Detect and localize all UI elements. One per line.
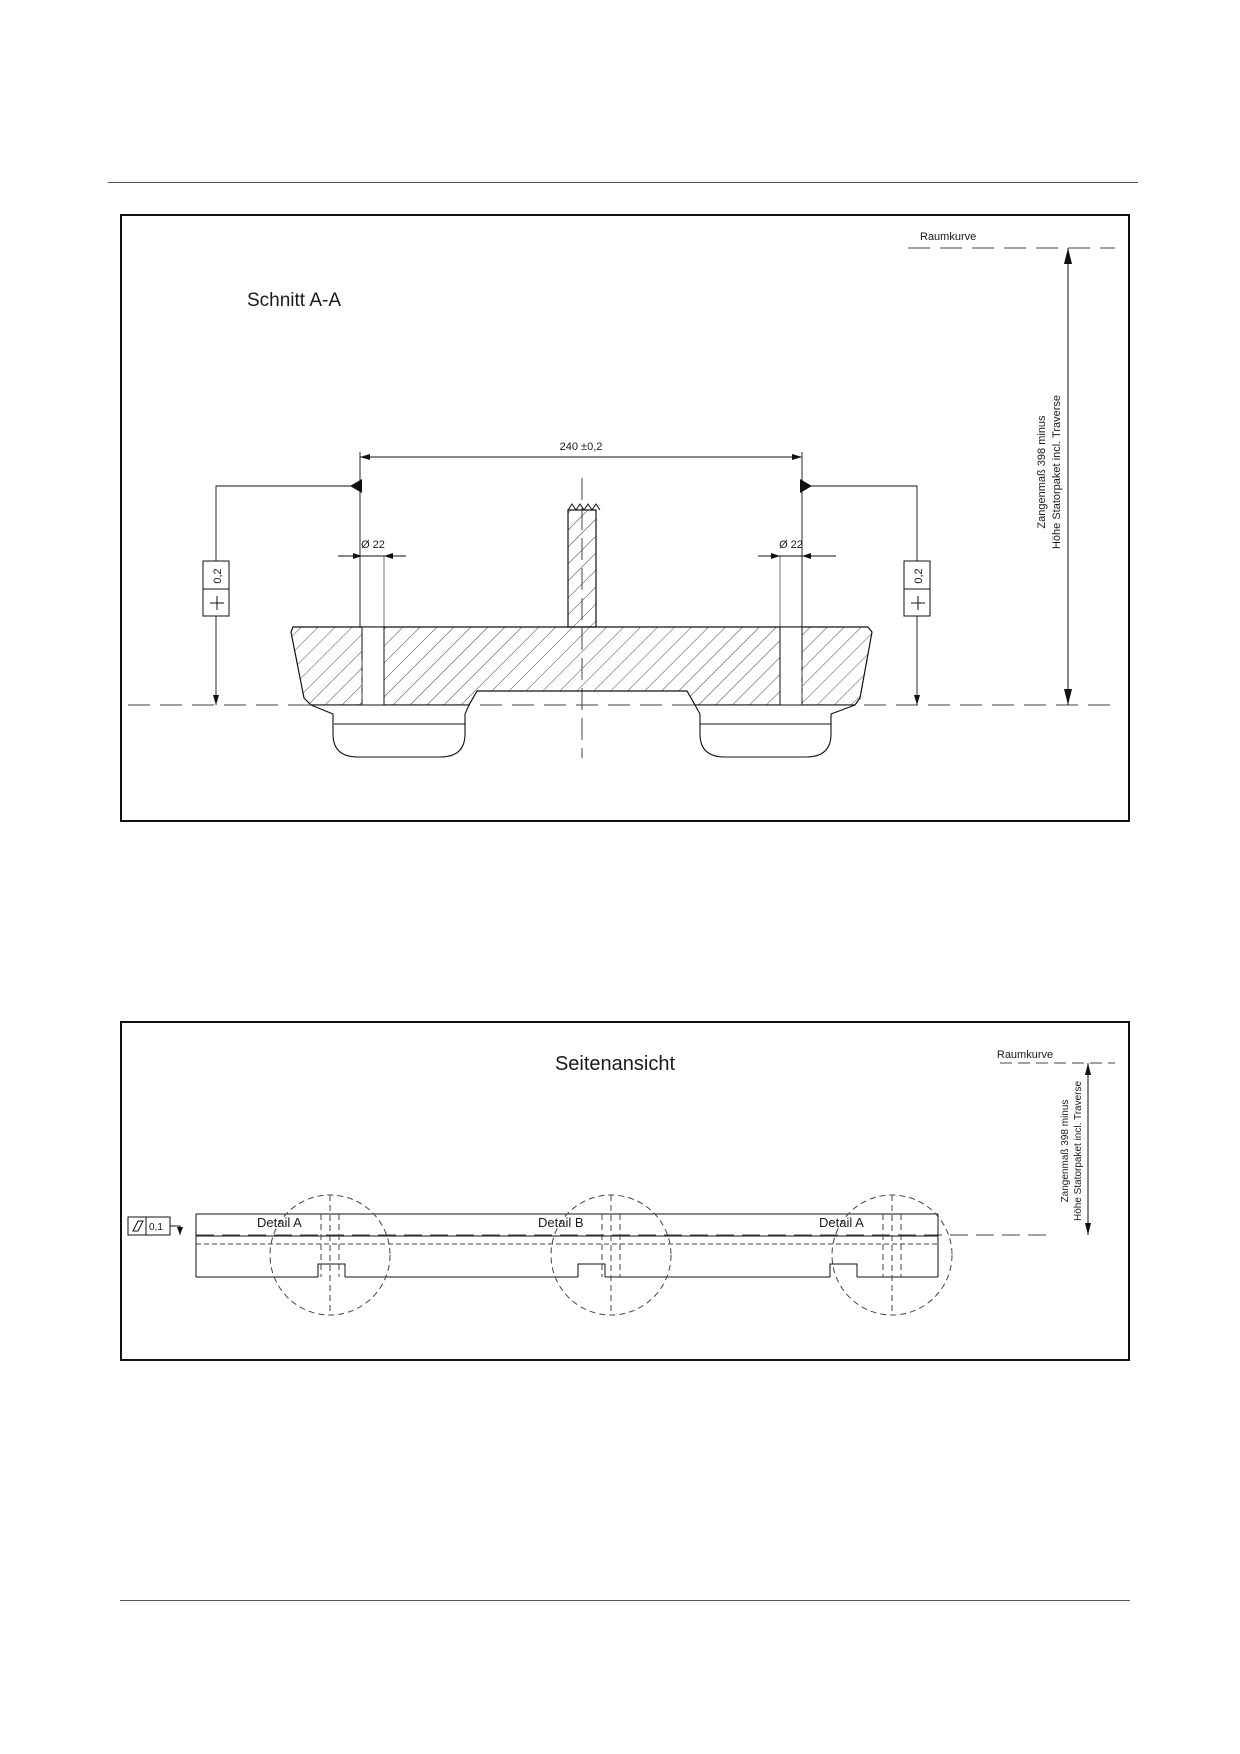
- side-title: Seitenansicht: [555, 1053, 676, 1075]
- flatness-icon: [132, 1220, 144, 1232]
- section-height-note-2: Höhe Statorpaket incl. Traverse: [1051, 395, 1063, 549]
- section-view-frame: Schnitt A-A Raumkurve 240 ±0,2 Ø 22 Ø 22…: [120, 214, 1130, 822]
- rib-break-line: [567, 503, 601, 511]
- left-bore-label: Ø 22: [361, 539, 385, 551]
- dim-240-label: 240 ±0,2: [560, 441, 603, 453]
- right-perpendicularity-icon: [911, 596, 925, 610]
- side-plate-ends: [195, 1235, 939, 1277]
- side-view-border: [120, 1021, 1130, 1361]
- flatness-arrow: [177, 1227, 183, 1235]
- side-view-frame: Seitenansicht Raumkurve Detail A Detail …: [120, 1021, 1130, 1361]
- right-tolerance-value: 0,2: [913, 568, 925, 583]
- flatness-value: 0,1: [149, 1222, 163, 1233]
- bottom-rule: [120, 1600, 1130, 1601]
- side-view-drawing: Seitenansicht Raumkurve Detail A Detail …: [120, 1021, 1130, 1361]
- detail-b-axes: [601, 1195, 621, 1315]
- stator-body-section: [290, 626, 873, 706]
- detail-a-right-axes: [882, 1195, 902, 1315]
- left-tolerance-value: 0,2: [212, 568, 224, 583]
- left-datum-triangle: [350, 479, 362, 493]
- section-reference-label: Raumkurve: [920, 231, 976, 243]
- right-tolerance-arrow: [914, 695, 920, 705]
- top-rule: [108, 182, 1138, 183]
- right-bore-label: Ø 22: [779, 539, 803, 551]
- side-reference-label: Raumkurve: [997, 1049, 1053, 1061]
- detail-label-3: Detail A: [819, 1215, 864, 1230]
- right-datum-triangle: [800, 479, 812, 493]
- left-perpendicularity-icon: [210, 596, 224, 610]
- left-tolerance-leader: [215, 485, 360, 561]
- section-height-note-1: Zangenmaß 398 minus: [1036, 415, 1048, 529]
- section-title: Schnitt A-A: [247, 290, 341, 311]
- detail-label-1: Detail A: [257, 1215, 302, 1230]
- detail-a-left-axes: [320, 1195, 340, 1315]
- left-foot: [310, 704, 470, 758]
- side-height-note-1: Zangenmaß 398 minus: [1060, 1100, 1071, 1203]
- left-tolerance-arrow: [213, 695, 219, 705]
- side-height-note-2: Höhe Statorpaket incl. Traverse: [1073, 1081, 1084, 1222]
- center-rib-section: [567, 509, 597, 628]
- section-view-drawing: Schnitt A-A Raumkurve 240 ±0,2 Ø 22 Ø 22…: [120, 214, 1130, 822]
- right-foot: [694, 704, 856, 758]
- detail-label-2: Detail B: [538, 1215, 584, 1230]
- side-plate-notches: [317, 1263, 858, 1277]
- section-view-border: [120, 214, 1130, 822]
- right-bore: [779, 626, 803, 706]
- left-bore-dim-arrows: [353, 553, 393, 559]
- left-bore: [361, 626, 385, 706]
- right-tolerance-leader: [802, 485, 918, 561]
- right-bore-dim-arrows: [771, 553, 811, 559]
